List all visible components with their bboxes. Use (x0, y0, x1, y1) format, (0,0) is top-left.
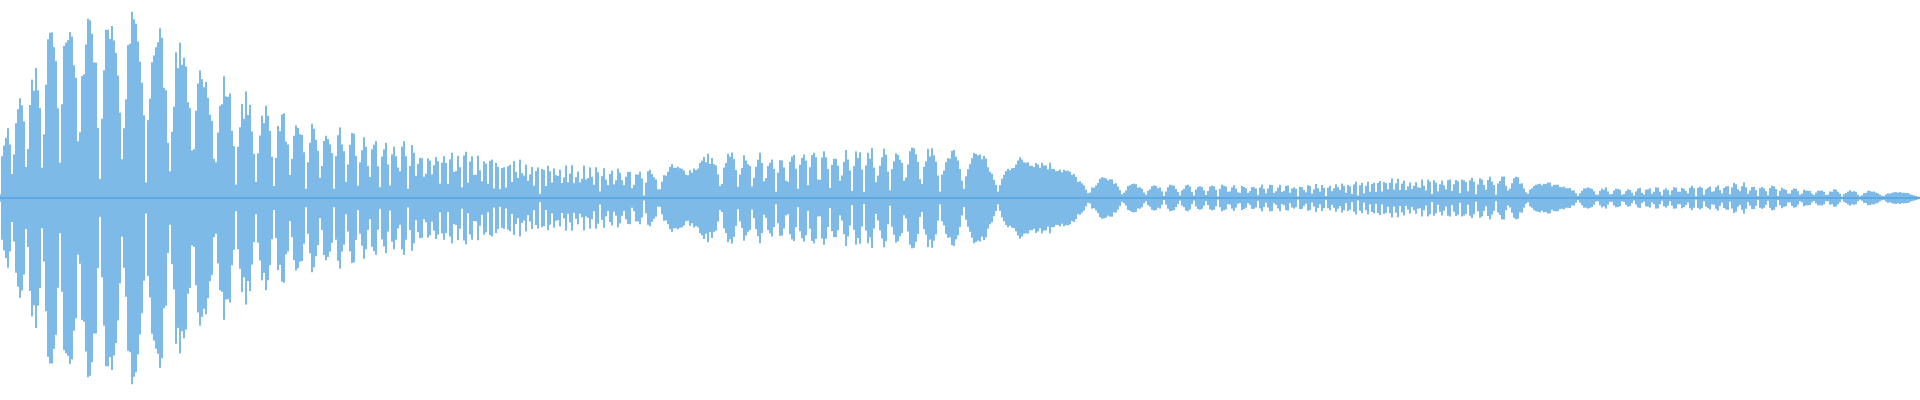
waveform-bars (0, 11, 1920, 385)
